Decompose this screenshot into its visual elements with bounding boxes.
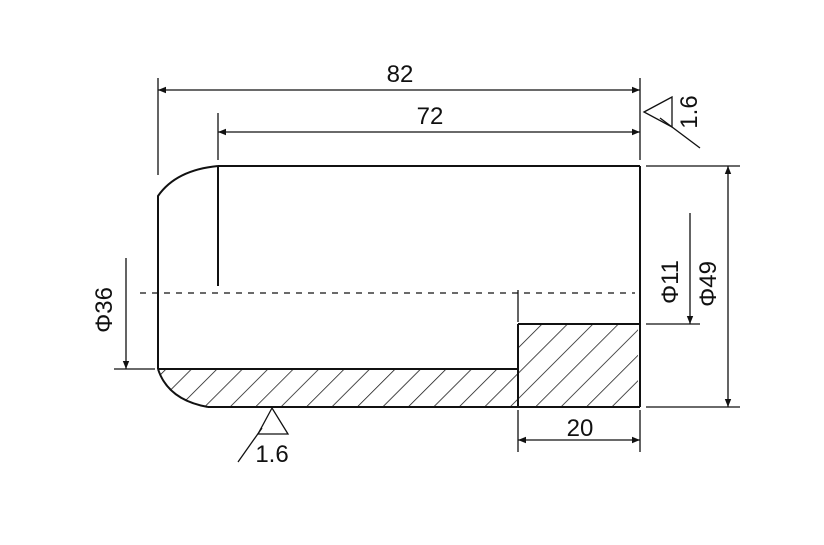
overall-length-label: 82 — [387, 61, 414, 88]
surface-finish-symbol-bottom: 1.6 — [237, 406, 290, 468]
pin-diameter-label: Φ11 — [657, 260, 684, 304]
extension-lines — [114, 78, 740, 452]
bore-depth-label: 72 — [417, 103, 444, 130]
hatched-pin-section — [518, 324, 638, 407]
hatched-wall-section — [158, 369, 518, 407]
part-outline — [157, 165, 641, 408]
svg-text:1.6: 1.6 — [676, 95, 703, 128]
svg-text:1.6: 1.6 — [255, 441, 288, 468]
bore-diameter-label: Φ36 — [91, 287, 118, 333]
outer-diameter-label: Φ49 — [695, 261, 722, 307]
surface-finish-symbol-right: 1.6 — [642, 95, 703, 149]
pin-length-label: 20 — [567, 415, 594, 442]
